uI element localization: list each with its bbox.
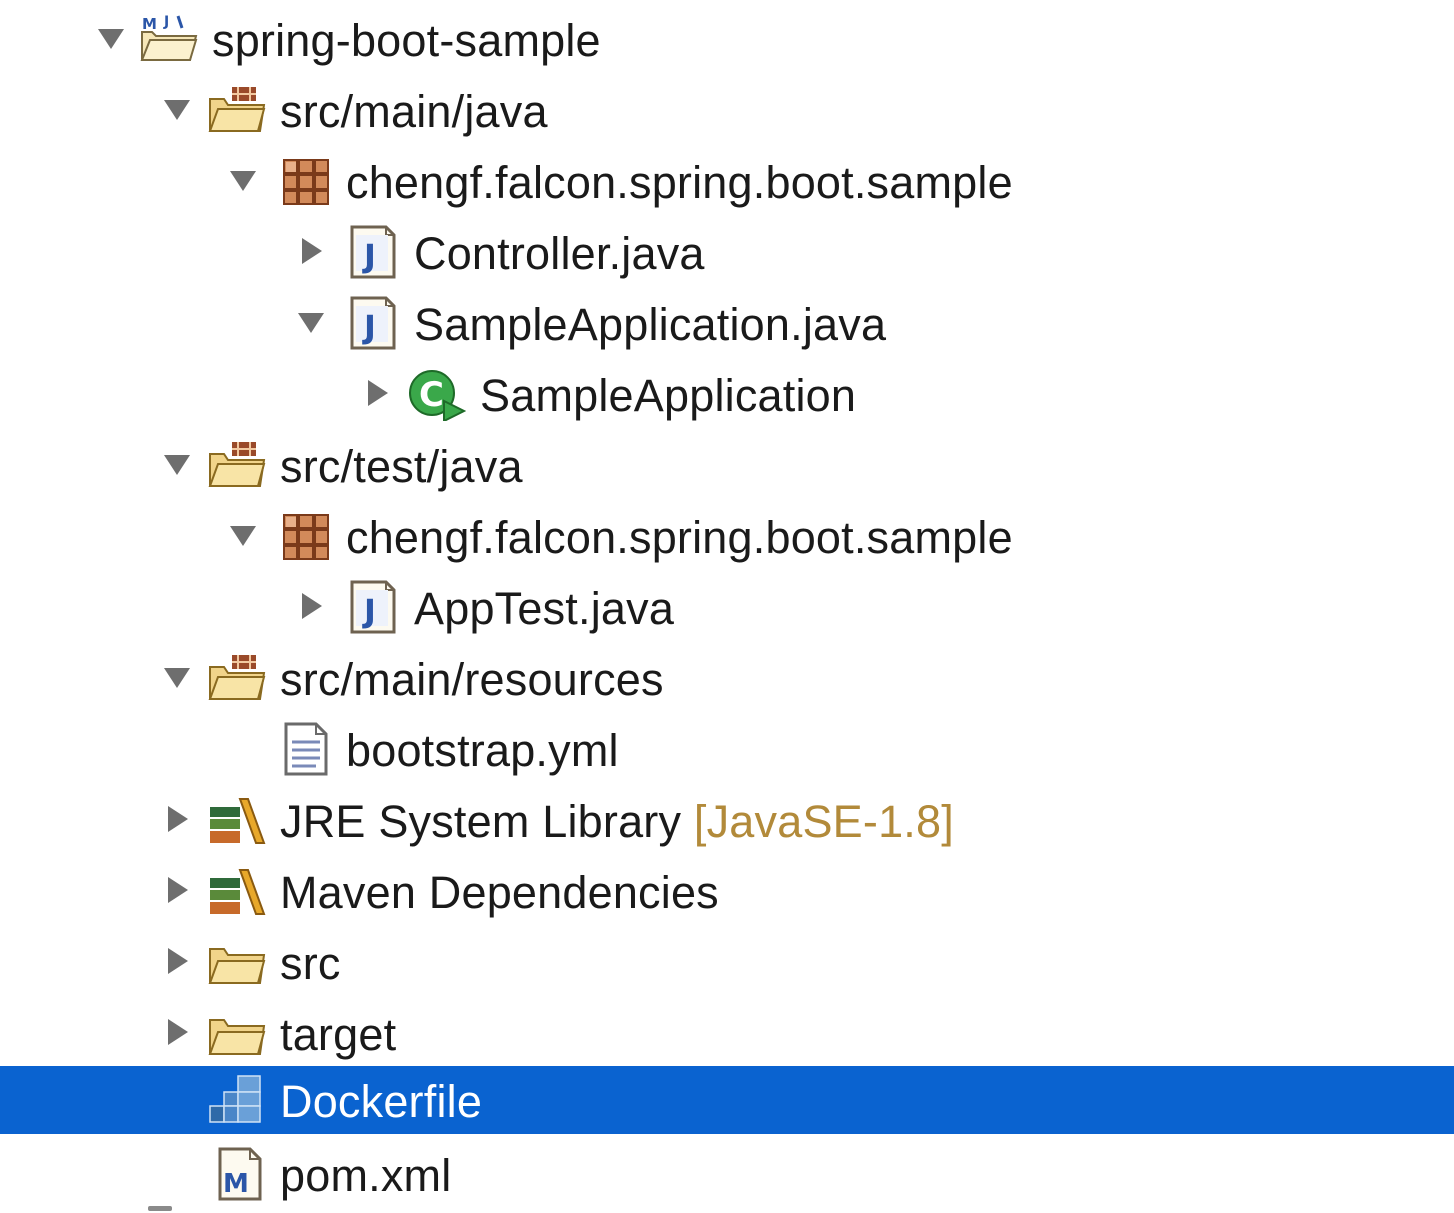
- java-file-icon: J: [350, 225, 396, 279]
- tree-item-folder[interactable]: src: [0, 926, 1454, 997]
- tree-item-class[interactable]: C SampleApplication: [0, 358, 1454, 429]
- chevron-down-icon[interactable]: [162, 662, 192, 692]
- tree-item-package[interactable]: chengf.falcon.spring.boot.sample: [0, 500, 1454, 571]
- library-name: JRE System Library: [280, 796, 682, 847]
- tree-item-label: SampleApplication: [480, 370, 857, 421]
- svg-text:C: C: [419, 375, 444, 415]
- source-folder-icon: [208, 655, 266, 700]
- tree-item-label: src/main/java: [280, 86, 548, 137]
- library-icon: [210, 869, 266, 915]
- tree-item-label: src/test/java: [280, 441, 523, 492]
- chevron-right-icon[interactable]: [162, 1017, 192, 1047]
- maven-project-icon: M J: [140, 14, 198, 61]
- chevron-right-icon[interactable]: [362, 378, 392, 408]
- tree-item-file-selected[interactable]: Dockerfile: [0, 1066, 1454, 1134]
- chevron-right-icon[interactable]: [162, 946, 192, 976]
- chevron-right-icon[interactable]: [162, 875, 192, 905]
- package-icon: [283, 159, 329, 205]
- maven-pom-icon: M: [218, 1147, 262, 1201]
- tree-item-label: Dockerfile: [280, 1076, 483, 1127]
- chevron-down-icon[interactable]: [228, 165, 258, 195]
- folder-icon: [208, 1019, 266, 1055]
- svg-text:J: J: [362, 308, 376, 346]
- svg-text:J: J: [163, 14, 169, 30]
- chevron-right-icon[interactable]: [296, 236, 326, 266]
- library-icon: [210, 798, 266, 844]
- tree-item-source-folder[interactable]: src/test/java: [0, 429, 1454, 500]
- chevron-down-icon[interactable]: [162, 449, 192, 479]
- tree-item-label: AppTest.java: [414, 583, 675, 634]
- folder-icon: [208, 948, 266, 984]
- tree-item-label: src/main/resources: [280, 654, 664, 705]
- java-file-icon: J: [350, 580, 396, 634]
- tree-item-file[interactable]: M pom.xml: [0, 1138, 1454, 1209]
- chevron-down-icon[interactable]: [228, 520, 258, 550]
- tree-item-label: bootstrap.yml: [346, 725, 619, 776]
- tree-item-project[interactable]: M J spring-boot-sample: [0, 3, 1454, 74]
- package-icon: [283, 514, 329, 560]
- tree-item-library[interactable]: Maven Dependencies: [0, 855, 1454, 926]
- tree-item-label: chengf.falcon.spring.boot.sample: [346, 157, 1013, 208]
- tree-item-label: Maven Dependencies: [280, 867, 719, 918]
- tree-item-package[interactable]: chengf.falcon.spring.boot.sample: [0, 145, 1454, 216]
- docker-file-icon: [209, 1075, 261, 1123]
- tree-item-library[interactable]: JRE System Library [JavaSE-1.8]: [0, 784, 1454, 855]
- text-file-icon: [284, 722, 328, 776]
- tree-item-label: target: [280, 1009, 397, 1060]
- svg-text:M: M: [223, 1169, 249, 1199]
- chevron-down-icon[interactable]: [296, 307, 326, 337]
- tree-item-label: src: [280, 938, 341, 989]
- tree-item-label: SampleApplication.java: [414, 299, 887, 350]
- tree-item-label: Controller.java: [414, 228, 705, 279]
- tree-item-java-file[interactable]: J Controller.java: [0, 216, 1454, 287]
- java-file-icon: J: [350, 296, 396, 350]
- svg-text:J: J: [362, 592, 376, 630]
- partial-tree-item: [148, 1206, 172, 1211]
- svg-text:J: J: [362, 237, 376, 275]
- tree-item-folder[interactable]: target: [0, 997, 1454, 1068]
- tree-item-java-file[interactable]: J AppTest.java: [0, 571, 1454, 642]
- chevron-down-icon[interactable]: [96, 23, 126, 53]
- tree-item-label: spring-boot-sample: [212, 15, 601, 66]
- tree-item-java-file[interactable]: J SampleApplication.java: [0, 287, 1454, 358]
- jre-version-decoration: [JavaSE-1.8]: [693, 796, 954, 847]
- svg-text:M: M: [142, 15, 157, 33]
- tree-item-label: chengf.falcon.spring.boot.sample: [346, 512, 1013, 563]
- tree-item-label: pom.xml: [280, 1150, 452, 1201]
- source-folder-icon: [208, 442, 266, 487]
- tree-item-source-folder[interactable]: src/main/resources: [0, 642, 1454, 713]
- tree-item-label: JRE System Library [JavaSE-1.8]: [280, 784, 954, 855]
- runnable-class-icon: C: [409, 370, 466, 421]
- chevron-down-icon[interactable]: [162, 94, 192, 124]
- tree-item-file[interactable]: bootstrap.yml: [0, 713, 1454, 784]
- tree-item-source-folder[interactable]: src/main/java: [0, 74, 1454, 145]
- chevron-right-icon[interactable]: [162, 804, 192, 834]
- chevron-right-icon[interactable]: [296, 591, 326, 621]
- source-folder-icon: [208, 87, 266, 132]
